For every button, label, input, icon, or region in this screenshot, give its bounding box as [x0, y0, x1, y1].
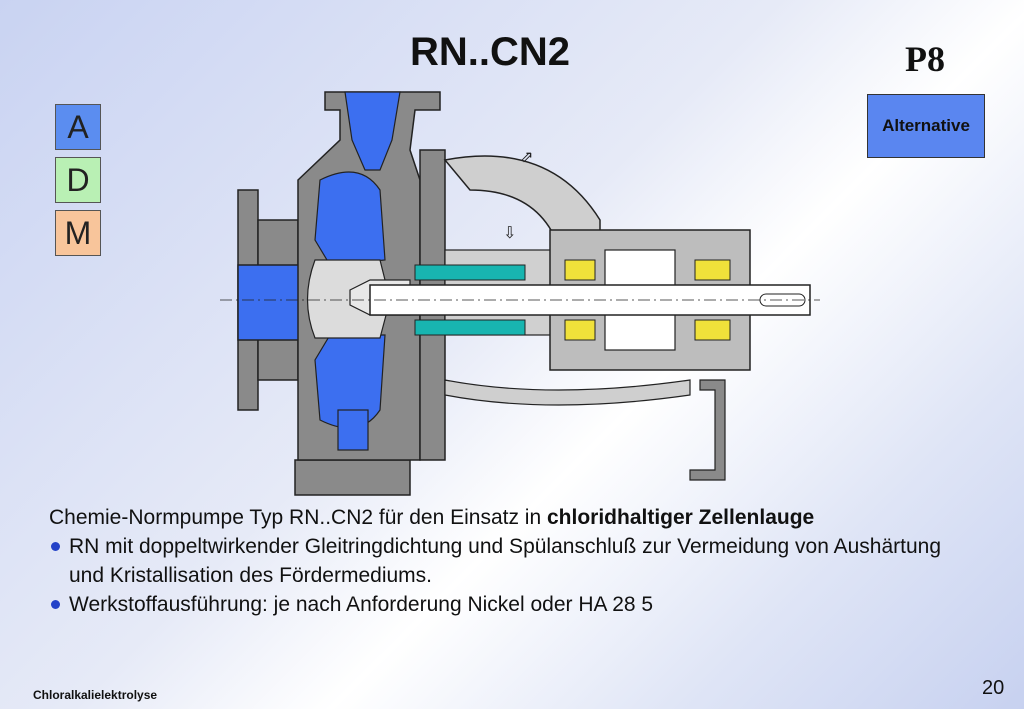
mechanical-seal-upper [414, 264, 526, 281]
suction-inlet [237, 264, 309, 341]
page-number: 20 [982, 677, 1005, 699]
flush-arrow-icon: ⇗ [520, 147, 533, 166]
flush-arrow-down-icon: ⇩ [503, 223, 516, 242]
impeller-upper [314, 171, 386, 266]
footer-label: Chloralkalielektrolyse [33, 688, 158, 702]
badge-m[interactable]: M [55, 210, 101, 256]
page-title: RN..CN2 [409, 30, 571, 74]
bearing-1-lower [564, 319, 596, 341]
badge-d[interactable]: D [55, 157, 101, 203]
mechanical-seal-lower [414, 319, 526, 336]
bearing-1-upper [564, 259, 596, 281]
bearing-2-upper [694, 259, 731, 281]
caption-lead: Chemie-Normpumpe Typ RN..CN2 für den Ein… [49, 506, 815, 529]
pump-cross-section-diagram: ⇗ ⇩ [220, 91, 820, 496]
bearing-2-lower [694, 319, 731, 341]
caption: Chemie-Normpumpe Typ RN..CN2 für den Ein… [49, 503, 969, 619]
badge-a[interactable]: A [55, 104, 101, 150]
page-code: P8 [905, 39, 945, 79]
bullet-item: RN mit doppeltwirkender Gleitringdichtun… [49, 532, 969, 590]
pump-foot [294, 459, 411, 496]
alternative-button[interactable]: Alternative [867, 94, 985, 158]
caption-bullets: RN mit doppeltwirkender Gleitringdichtun… [49, 532, 969, 619]
discharge-channel [344, 91, 401, 171]
support-foot [689, 379, 726, 481]
bullet-item: Werkstoffausführung: je nach Anforderung… [49, 590, 969, 619]
